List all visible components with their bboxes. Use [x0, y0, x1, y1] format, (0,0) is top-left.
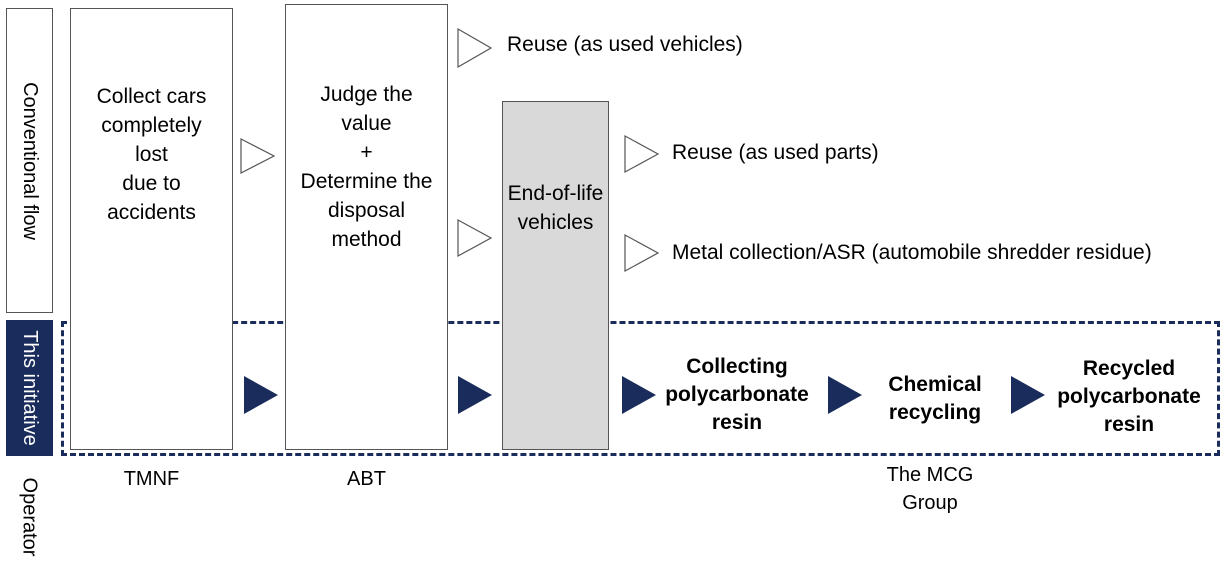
- end-of-life-vehicles-box: End-of-life vehicles: [502, 101, 609, 450]
- judge-value-box: Judge the value + Determine the disposal…: [285, 4, 448, 450]
- arrow-filled-icon: [458, 376, 492, 414]
- arrow-outline-icon: [240, 138, 276, 174]
- arrow-filled-icon: [244, 376, 278, 414]
- reuse-vehicles-text: Reuse (as used vehicles): [507, 33, 743, 56]
- arrow-outline-icon: [624, 135, 660, 173]
- initiative-dashed-border: [61, 321, 1220, 456]
- metal-collection-text: Metal collection/ASR (automobile shredde…: [672, 241, 1152, 264]
- operator-mcg: The MCG Group: [886, 464, 974, 514]
- chemical-recycling-step: Chemical recycling: [888, 373, 982, 424]
- this-initiative-label: This initiative: [6, 320, 53, 456]
- reuse-parts-text: Reuse (as used parts): [672, 141, 879, 164]
- arrow-outline-icon: [624, 234, 660, 272]
- arrow-outline-icon: [457, 219, 493, 257]
- arrow-outline-icon: [457, 28, 493, 68]
- arrow-filled-icon: [622, 376, 656, 414]
- operator-label: Operator: [18, 477, 41, 557]
- collect-cars-box: Collect cars completely lost due to acci…: [70, 8, 233, 450]
- operator-abt: ABT: [347, 468, 386, 490]
- conventional-flow-label: Conventional flow: [6, 8, 53, 313]
- collecting-polycarbonate-step: Collecting polycarbonate resin: [665, 355, 809, 434]
- operator-tmnf: TMNF: [123, 468, 180, 490]
- arrow-filled-icon: [1011, 376, 1045, 414]
- recycled-polycarbonate-step: Recycled polycarbonate resin: [1057, 357, 1201, 436]
- arrow-filled-icon: [828, 376, 862, 414]
